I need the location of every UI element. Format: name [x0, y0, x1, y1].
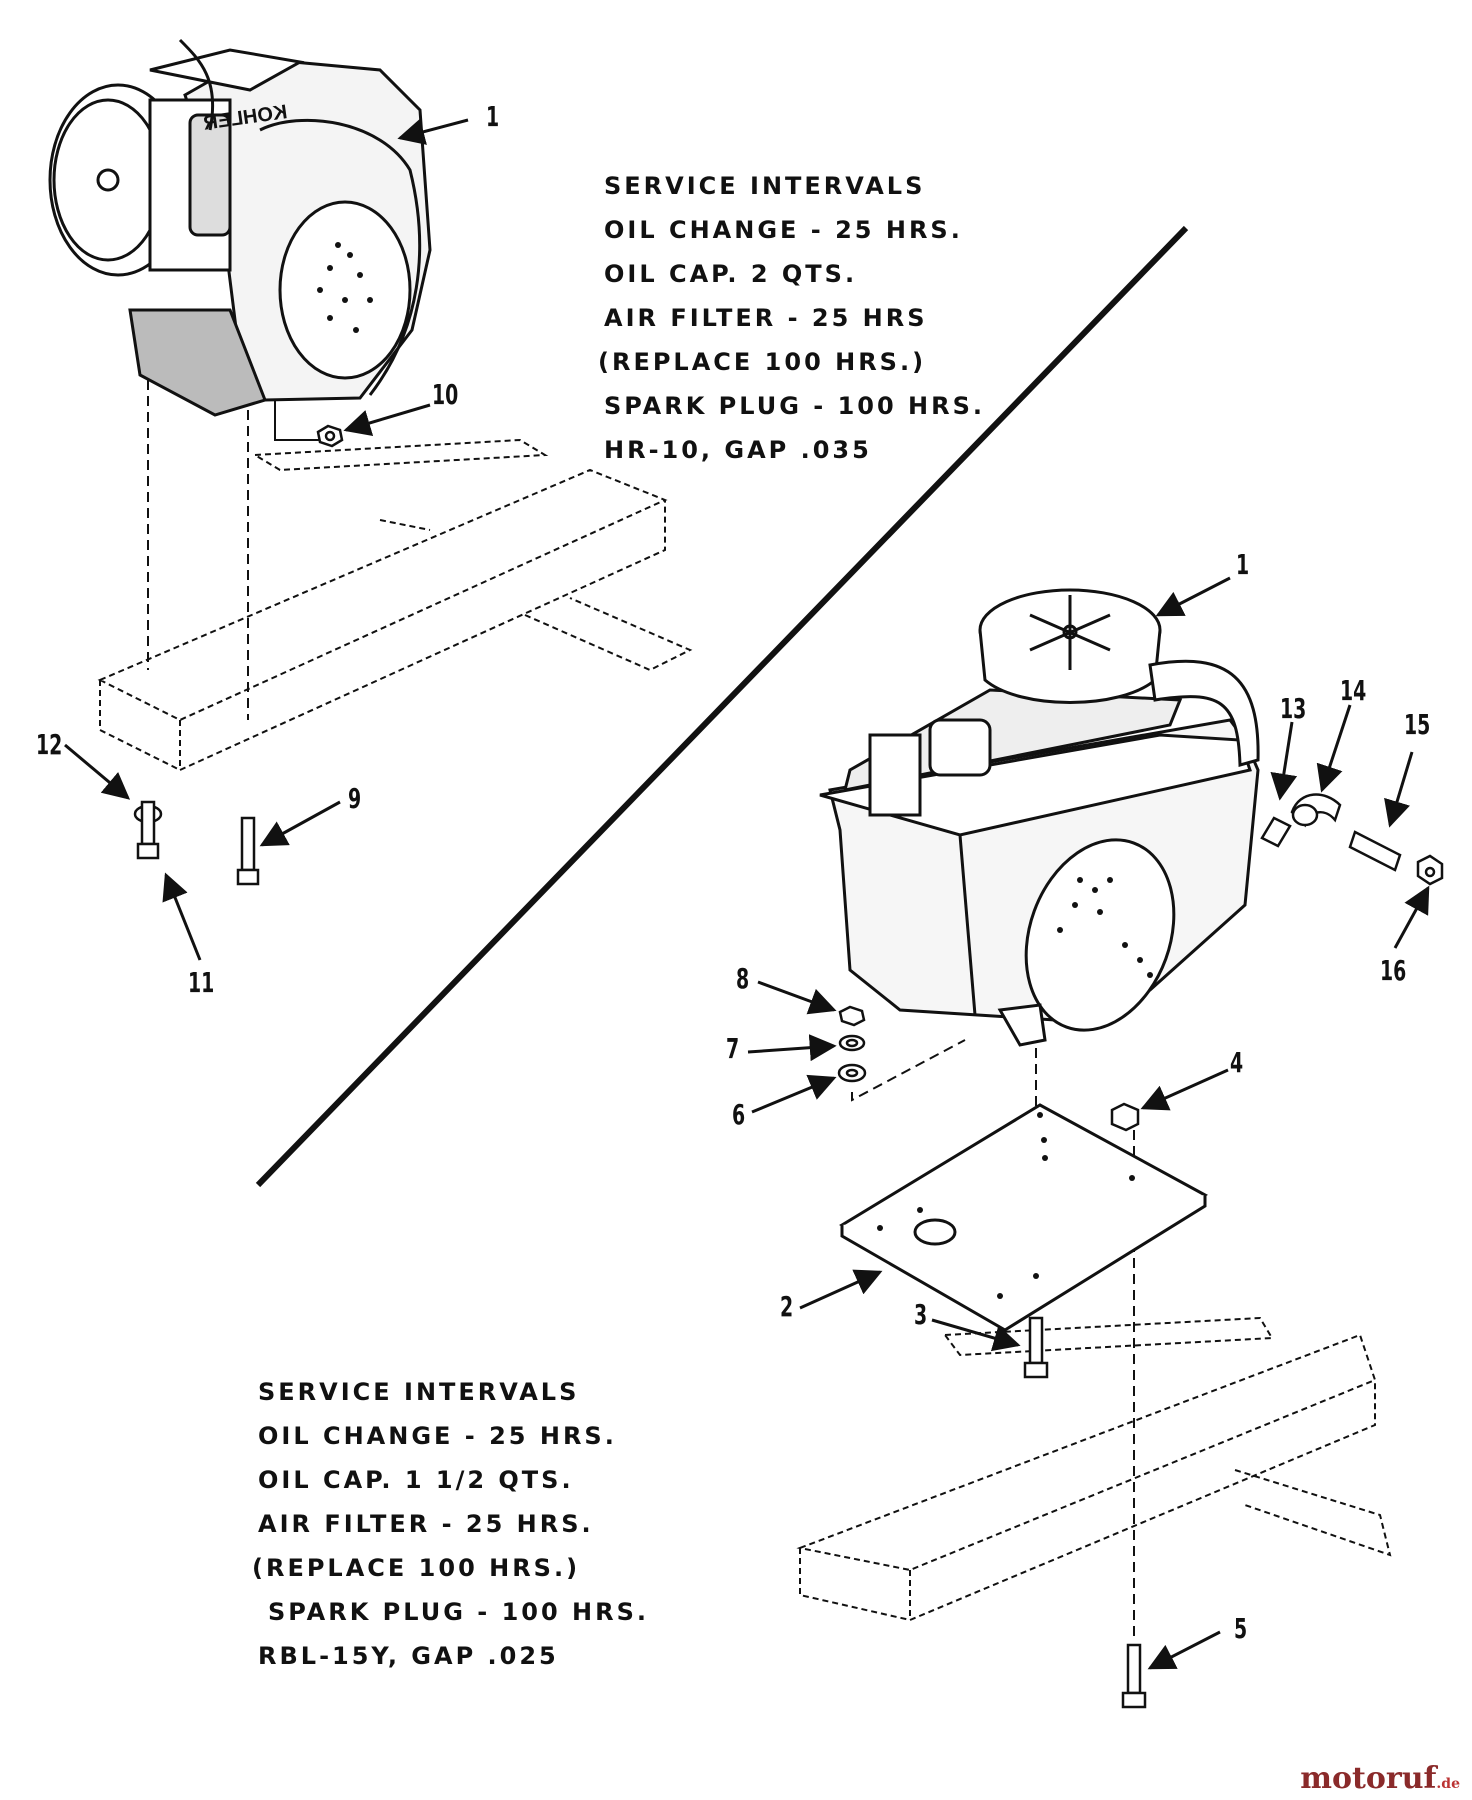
note-bottom-line-5: (REPLACE 100 HRS.): [252, 1554, 581, 1582]
watermark-tld: .de: [1436, 1776, 1460, 1792]
watermark-name: motoruf: [1300, 1761, 1437, 1796]
callout-14: 14: [1340, 674, 1367, 707]
note-top-line-2: OIL CHANGE - 25 HRS.: [604, 216, 963, 244]
callout-2: 2: [780, 1290, 794, 1323]
note-top-line-6: SPARK PLUG - 100 HRS.: [604, 392, 985, 420]
divider-line: [255, 225, 1189, 1188]
callout-6: 6: [732, 1098, 746, 1131]
watermark-logo: motoruf.de: [1300, 1761, 1460, 1796]
callout-4: 4: [1230, 1046, 1244, 1079]
note-bottom-line-6: SPARK PLUG - 100 HRS.: [268, 1598, 649, 1626]
note-top-line-7: HR-10, GAP .035: [604, 436, 872, 464]
bottom-engine: [819, 588, 1260, 1047]
top-callout-arrows: [64, 118, 469, 961]
note-top-line-1: SERVICE INTERVALS: [604, 172, 926, 200]
note-top-line-3: OIL CAP. 2 QTS.: [604, 260, 858, 288]
top-assembly-lines: [147, 380, 330, 720]
note-bottom-line-7: RBL-15Y, GAP .025: [258, 1642, 559, 1670]
bottom-bolts: [1023, 1316, 1147, 1709]
callout-9: 9: [348, 782, 362, 815]
callout-8: 8: [736, 962, 750, 995]
top-engine: [48, 38, 432, 417]
note-bottom-line-1: SERVICE INTERVALS: [258, 1378, 580, 1406]
bottom-dashed-leaders: [851, 1039, 1135, 1640]
callout-1-bottom: 1: [1236, 548, 1250, 581]
callout-10: 10: [432, 378, 459, 411]
top-hardware: [133, 424, 344, 886]
callout-11: 11: [188, 966, 215, 999]
bottom-callout-arrows: [747, 576, 1430, 1670]
callout-13: 13: [1280, 692, 1307, 725]
callout-7: 7: [726, 1032, 740, 1065]
exhaust-fittings: [1260, 793, 1444, 886]
callout-16: 16: [1380, 954, 1407, 987]
note-bottom-line-4: AIR FILTER - 25 HRS.: [258, 1510, 594, 1538]
callout-15: 15: [1404, 708, 1431, 741]
note-top-line-4: AIR FILTER - 25 HRS: [604, 304, 928, 332]
note-bottom-line-2: OIL CHANGE - 25 HRS.: [258, 1422, 617, 1450]
callout-3: 3: [914, 1298, 928, 1331]
mounting-plate: [839, 1103, 1208, 1332]
callout-5: 5: [1234, 1612, 1248, 1645]
note-top-line-5: (REPLACE 100 HRS.): [598, 348, 927, 376]
bottom-small-hardware: [837, 1005, 1140, 1132]
callout-1-top: 1: [486, 100, 500, 133]
note-bottom-line-3: OIL CAP. 1 1/2 QTS.: [258, 1466, 574, 1494]
service-intervals-bottom: SERVICE INTERVALS OIL CHANGE - 25 HRS. O…: [252, 1370, 649, 1678]
callout-12: 12: [36, 728, 63, 761]
service-intervals-top: SERVICE INTERVALS OIL CHANGE - 25 HRS. O…: [598, 164, 985, 472]
bottom-frame: [796, 1316, 1392, 1622]
top-frame: [97, 438, 693, 772]
